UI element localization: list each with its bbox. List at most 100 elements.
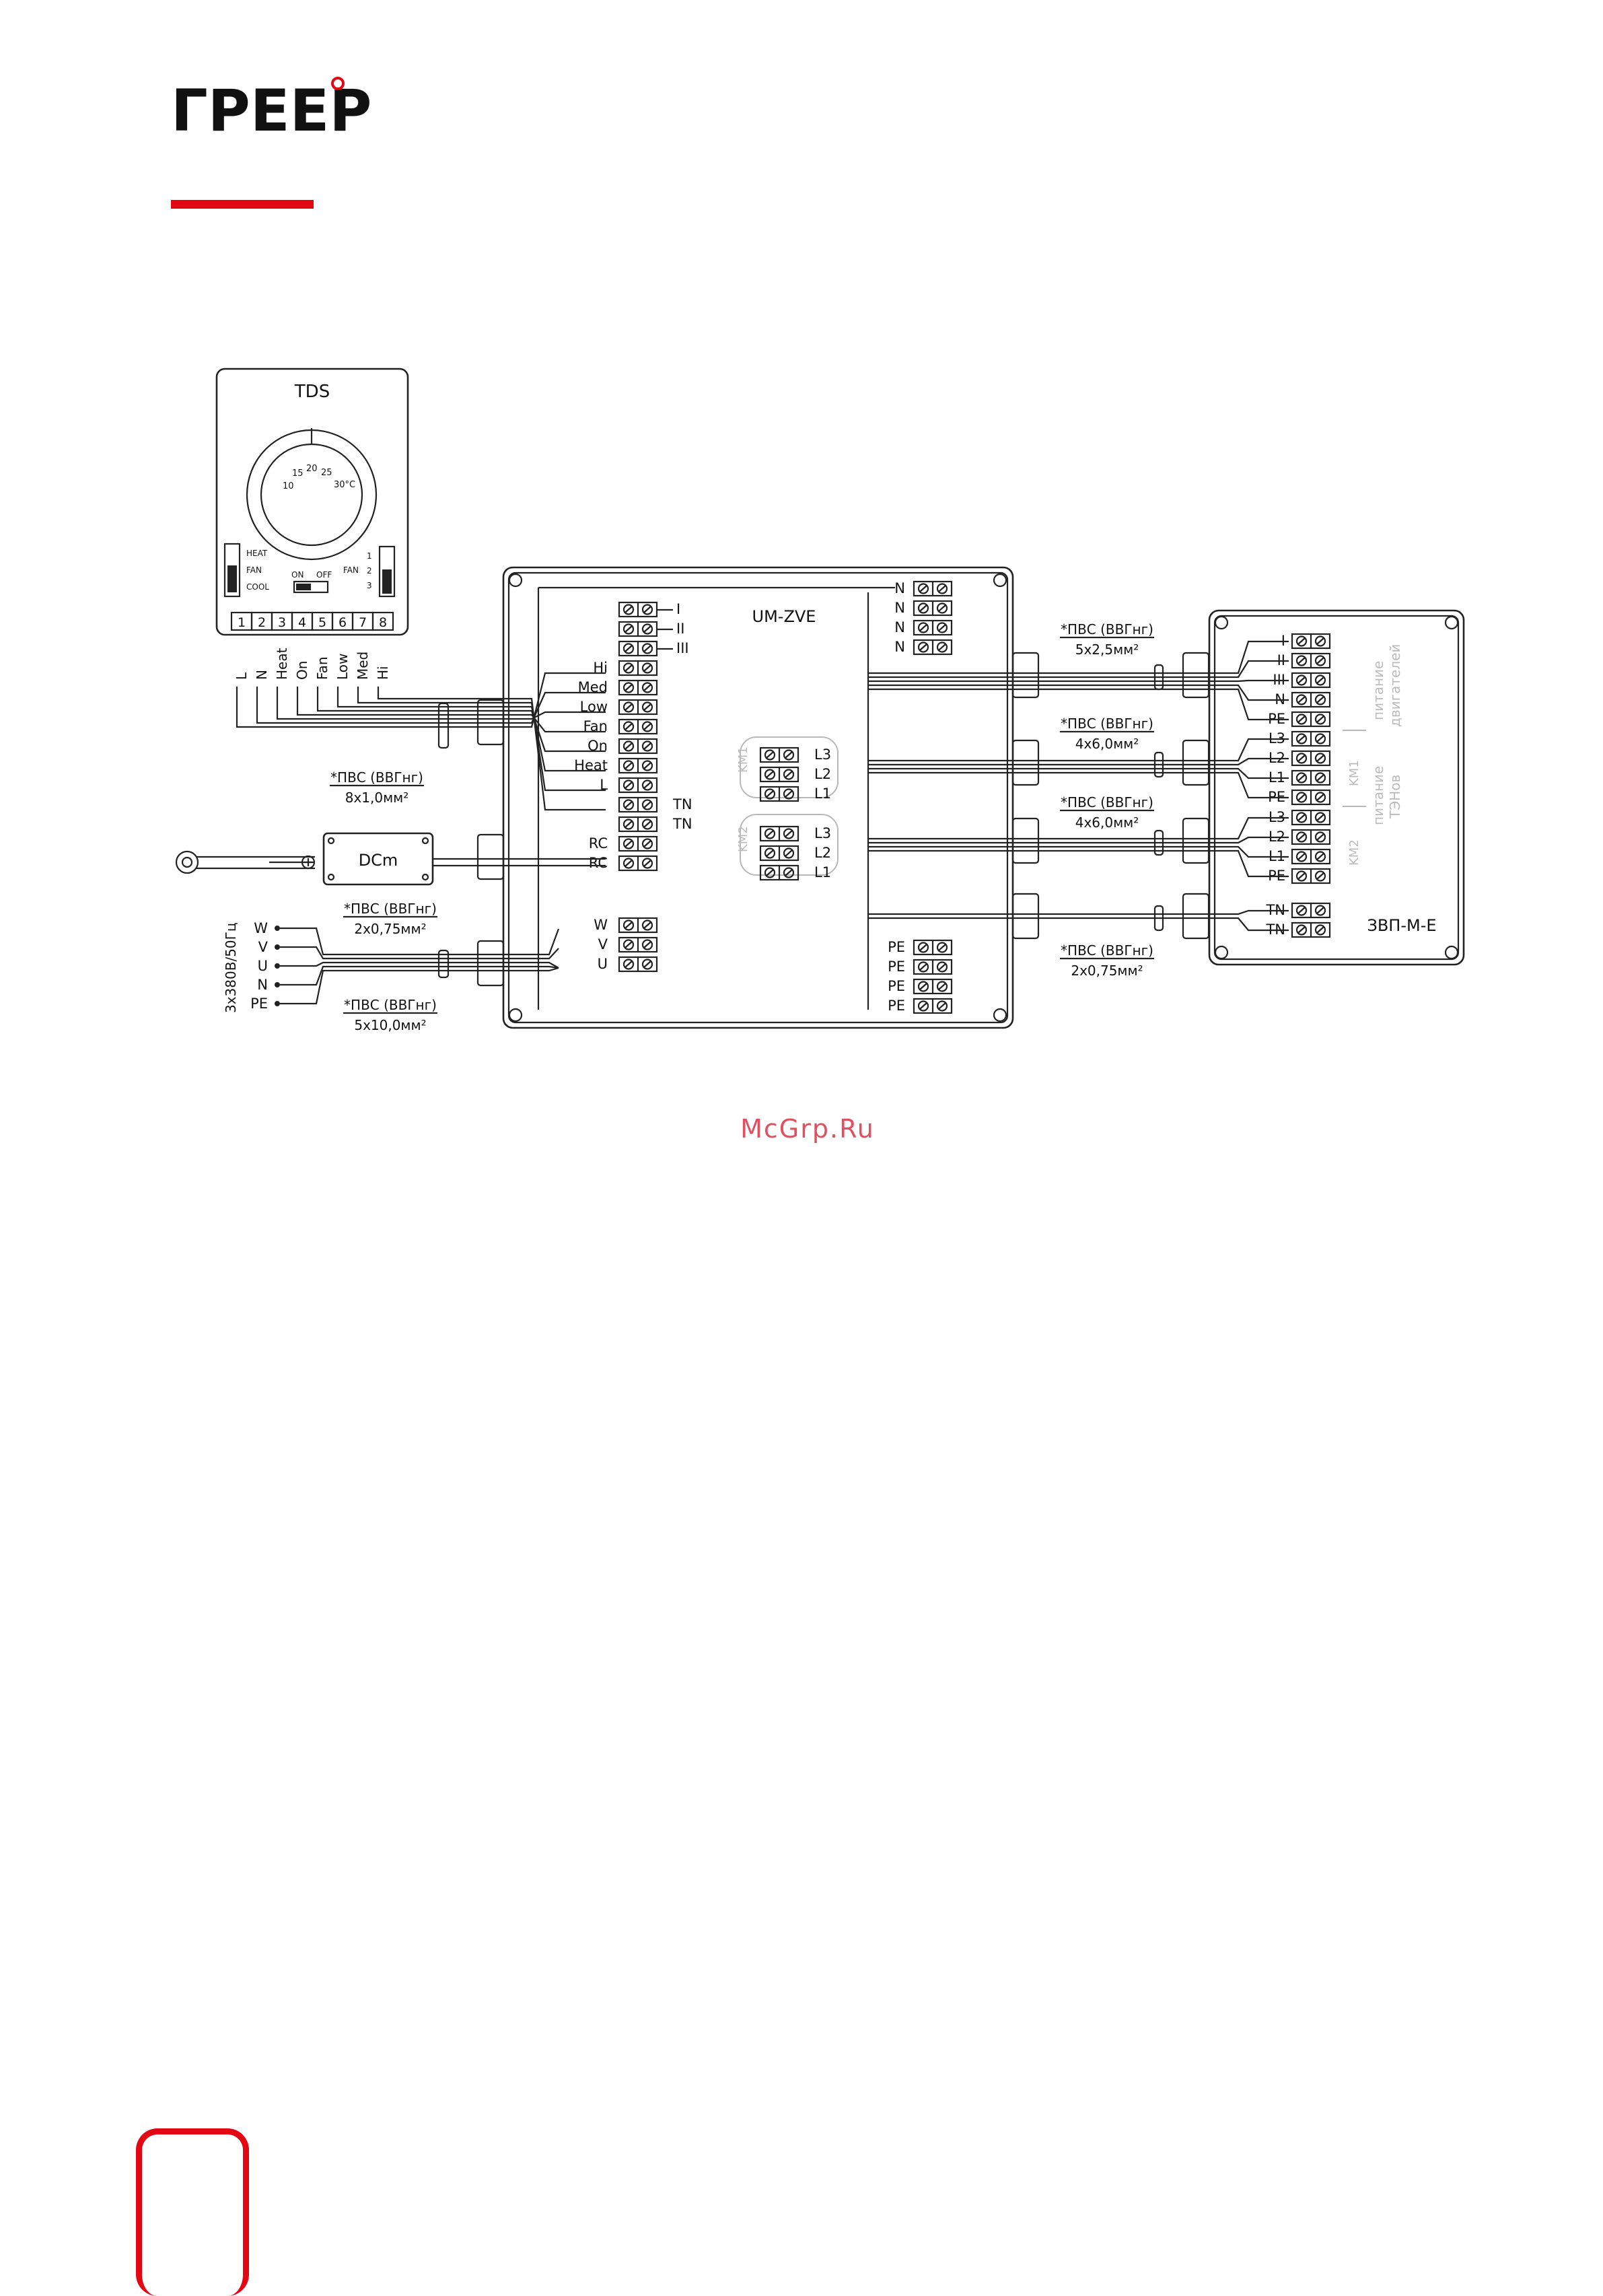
mode-cool-label: COOL: [246, 582, 269, 592]
unit-km-terminal: [759, 845, 799, 862]
unit-gland-right: [1011, 652, 1040, 699]
unit-pe-output-label: PE: [888, 959, 905, 975]
unit-terminal-left: [618, 738, 658, 755]
tds-terminal-number: 4: [298, 615, 306, 630]
unit-terminal-left: [618, 796, 658, 813]
tds-terminal-signal: L: [234, 672, 250, 680]
cable-type-label: *ПВС (ВВГнг): [330, 769, 423, 786]
unit-power-input-label: W: [594, 917, 608, 933]
supply-phase-label: N: [257, 977, 268, 993]
unit-km-terminal: [759, 825, 799, 842]
tds-terminal-signal: Heat: [274, 648, 290, 680]
cable-size-label: 8x1,0мм²: [345, 790, 409, 806]
supply-phase-label: W: [254, 920, 268, 936]
tds-terminal-signal: On: [294, 661, 310, 680]
unit-km-terminal: [759, 786, 799, 802]
tds-terminal-signal: Fan: [314, 656, 330, 680]
mode-heat-label: HEAT: [246, 549, 268, 558]
cable-tds-gland: [437, 702, 450, 749]
on-off-switch[interactable]: [293, 580, 329, 594]
cable-size-label: 4x6,0мм²: [1075, 814, 1139, 831]
km2-label: KM2: [736, 826, 750, 852]
unit-n-terminal: [913, 619, 953, 636]
unit-power-input-label: V: [598, 936, 608, 952]
heater-gland: [1182, 652, 1210, 699]
unit-terminal-left: [618, 699, 658, 716]
supply-phase-label: U: [258, 958, 268, 974]
unit-gland-supply: [476, 940, 505, 987]
cable-type-label: *ПВС (ВВГнг): [344, 997, 437, 1013]
unit-terminal-left: [618, 640, 658, 657]
unit-terminal-left: [618, 660, 658, 676]
unit-gland-tds: [476, 699, 505, 746]
cable-type-label: *ПВС (ВВГнг): [1061, 716, 1153, 732]
control-unit-terminals: HiMedLowFanOnHeatLRCRCIIIIIITNTNWVUNNNNP…: [574, 580, 953, 1014]
unit-damper-input-label: RC: [589, 855, 608, 871]
unit-n-terminal: [913, 580, 953, 597]
fan-speed-label: FAN: [343, 565, 359, 575]
km1-label: KM1: [736, 746, 750, 773]
tds-terminal-number: 5: [318, 615, 326, 630]
supply-terminal-dot: [275, 926, 280, 931]
unit-km-output-label: L3: [814, 746, 831, 763]
unit-power-terminal: [618, 917, 658, 934]
tds-terminal-signal: N: [254, 670, 270, 680]
unit-power-terminal: [618, 956, 658, 973]
heater-terminal: [1291, 633, 1331, 650]
tds-terminal-box: [371, 611, 394, 631]
tds-terminal-number: 8: [379, 615, 387, 630]
dial-mark-4: 25: [321, 468, 332, 478]
logo-degree-mark: [331, 77, 345, 90]
cable-size-label: 5x2,5мм²: [1075, 641, 1139, 658]
heater-title: ЗВП-М-Е: [1367, 916, 1436, 935]
cable-supply-gland: [437, 949, 450, 979]
cable-size-label: 2x0,75мм²: [354, 921, 426, 937]
heater-terminal: [1291, 848, 1331, 865]
tds-terminal-number: 1: [238, 615, 246, 630]
unit-thermo-output-label: TN: [672, 796, 692, 812]
unit-pe-terminal: [913, 959, 953, 975]
tds-terminal-number: 3: [278, 615, 286, 630]
thermostat-title: TDS: [294, 382, 330, 402]
heater-gland: [1182, 893, 1210, 940]
unit-tds-input-label: Hi: [593, 660, 608, 676]
motor-group-label-2: двигателей: [1387, 644, 1403, 727]
dial-mark-5: 30°C: [334, 480, 355, 490]
mode-switch[interactable]: [223, 543, 241, 598]
cable-type-label: *ПВС (ВВГнг): [1061, 794, 1153, 810]
unit-pe-terminal: [913, 978, 953, 995]
unit-power-terminal: [618, 936, 658, 953]
unit-terminal-left: [618, 816, 658, 833]
unit-n-output-label: N: [894, 600, 905, 616]
heater-terminal: [1291, 652, 1331, 669]
fan-speed-switch[interactable]: [378, 545, 396, 598]
heater-terminal: [1291, 789, 1331, 806]
unit-km-output-label: L3: [814, 825, 831, 841]
unit-tds-input-label: L: [600, 777, 608, 793]
switch-off-label: OFF: [316, 570, 332, 580]
watermark: McGrp.Ru: [740, 1114, 875, 1144]
unit-gland-damper: [476, 833, 505, 880]
heater-terminal: [1291, 921, 1331, 938]
damper-pivot: [175, 850, 199, 874]
supply-terminal-dot: [275, 982, 280, 987]
heater-km1-label: KM1: [1347, 760, 1361, 786]
cable-type-label: *ПВС (ВВГнг): [1061, 942, 1153, 959]
heater-gland: [1182, 739, 1210, 786]
heater-terminal: [1291, 809, 1331, 826]
unit-fan-output-label: I: [676, 601, 680, 617]
heater-terminal: [1291, 902, 1331, 919]
thermostat-dial[interactable]: [260, 443, 363, 547]
tds-terminal-number: 7: [359, 615, 367, 630]
heater-terminal: [1291, 691, 1331, 708]
fan-speed-1: 1: [367, 551, 372, 561]
unit-pe-output-label: PE: [888, 978, 905, 994]
cable-size-label: 4x6,0мм²: [1075, 736, 1139, 752]
tds-terminal-signal: Med: [355, 652, 371, 680]
cable-labels: *ПВС (ВВГнг) 8x1,0мм² *ПВС (ВВГнг) 2x0,75мм…: [330, 621, 1154, 1033]
unit-km-terminal: [759, 864, 799, 881]
tds-terminal-number: 2: [258, 615, 266, 630]
